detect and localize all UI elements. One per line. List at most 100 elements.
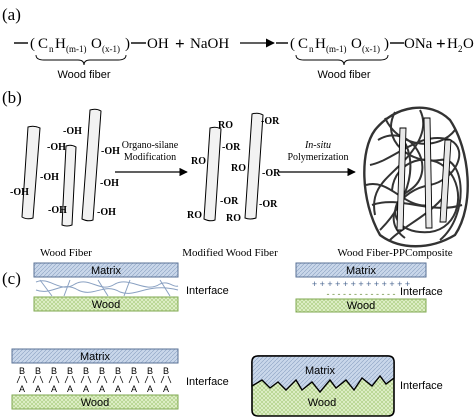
oh-label: -OH xyxy=(10,187,29,198)
panel-c: (c) Matrix Wood Interface Matrix + + + +… xyxy=(2,262,443,417)
panel-a-label: (a) xyxy=(2,5,21,24)
raw-fiber-3 xyxy=(61,144,77,227)
or-label: -OR xyxy=(259,199,278,210)
bond-link xyxy=(119,375,124,384)
a-group: A xyxy=(163,384,169,394)
wood-layer xyxy=(33,296,179,312)
raw-fibers xyxy=(21,108,102,227)
a-group: A xyxy=(35,384,41,394)
matrix-label: Matrix xyxy=(91,265,121,277)
panel-a: (a) ( C n H (m-1) O (x-1) ) OH + NaOH ( … xyxy=(2,5,474,81)
b-group: B xyxy=(163,366,169,376)
oh-groups: -OH -OH -OH -OH -OH -OH -OH -OH xyxy=(10,126,120,218)
bond-link xyxy=(71,375,76,384)
b-group: B xyxy=(115,366,121,376)
bond-link xyxy=(103,375,108,384)
oh-label: -OH xyxy=(47,142,66,153)
lhs-c-sub: n xyxy=(49,44,54,54)
water-h: H xyxy=(447,36,458,52)
interface-label: Interface xyxy=(400,286,443,298)
matrix-label: Matrix xyxy=(80,351,110,363)
caption-wood-fiber: Wood Fiber xyxy=(40,247,92,259)
lhs-o-sub: (x-1) xyxy=(102,44,120,54)
bond-link xyxy=(167,375,172,384)
matrix-layer xyxy=(33,262,179,278)
ro-label: RO xyxy=(191,156,206,167)
raw-fiber-1 xyxy=(21,125,41,220)
bond-link xyxy=(23,375,28,384)
wood-label: Wood xyxy=(308,397,337,409)
or-label: -OR xyxy=(220,196,239,207)
mod-fiber-2 xyxy=(244,112,264,220)
raw-fiber-2 xyxy=(81,108,102,222)
modified-fibers xyxy=(203,112,264,222)
oh-label: -OH xyxy=(63,126,82,137)
a-group: A xyxy=(51,384,57,394)
matrix-layer xyxy=(295,262,427,278)
oh-label: -OH xyxy=(40,172,59,183)
underbrace-left xyxy=(35,54,127,66)
a-group: A xyxy=(131,384,137,394)
bond-link xyxy=(48,375,53,384)
step2-line2: Polymerization xyxy=(287,152,348,163)
rhs-o-sub: (x-1) xyxy=(362,44,380,54)
b-group: B xyxy=(99,366,105,376)
b-group: B xyxy=(35,366,41,376)
bond-link xyxy=(96,375,101,384)
lhs-h-sub: (m-1) xyxy=(66,44,87,54)
water-o: O xyxy=(463,36,474,52)
ro-label: RO xyxy=(231,163,246,174)
rhs-h-sub: (m-1) xyxy=(326,44,347,54)
oh-label: -OH xyxy=(48,205,67,216)
matrix-label: Matrix xyxy=(305,365,335,377)
or-label: -OR xyxy=(261,116,280,127)
step1-line2: Modification xyxy=(124,152,176,163)
plus-sign-1: + xyxy=(175,34,185,53)
a-group: A xyxy=(147,384,153,394)
oh-label: -OH xyxy=(101,146,120,157)
bond-link xyxy=(39,375,44,384)
wood-label: Wood xyxy=(347,300,376,312)
bond-link xyxy=(135,375,140,384)
lhs-group-oh: OH xyxy=(147,36,169,52)
ro-label: RO xyxy=(226,213,241,224)
entangled-chains xyxy=(35,279,179,297)
b-group: B xyxy=(51,366,57,376)
lhs-bracket-close: ) xyxy=(125,36,130,52)
composite-tangle xyxy=(363,106,469,248)
ro-label: RO xyxy=(218,120,233,131)
wood-fiber-label-left: Wood fiber xyxy=(58,69,111,81)
lhs-c: C xyxy=(38,36,48,52)
b-group: B xyxy=(67,366,73,376)
or-label: -OR xyxy=(262,168,281,179)
b-group: B xyxy=(147,366,153,376)
oh-label: -OH xyxy=(100,178,119,189)
a-group: A xyxy=(83,384,89,394)
bond-link xyxy=(144,375,149,384)
matrix-label: Matrix xyxy=(346,265,376,277)
panel-c-label: (c) xyxy=(2,269,21,288)
lhs-h: H xyxy=(55,36,66,52)
rhs-group-ona: ONa xyxy=(404,36,433,52)
interface-electrostatic: Matrix + + + + + + + + + + + + + - - - -… xyxy=(295,262,443,313)
bond-link xyxy=(64,375,69,384)
step1-line1: Organo-silane xyxy=(122,140,179,151)
bond-link xyxy=(32,375,37,384)
bond-link xyxy=(55,375,60,384)
matrix-layer xyxy=(251,355,395,394)
matrix-layer xyxy=(11,348,179,364)
bond-link xyxy=(112,375,117,384)
plus-sign-2: + xyxy=(436,34,446,53)
bond-link xyxy=(160,375,165,384)
step2-line1: In-situ xyxy=(304,140,331,151)
bond-link xyxy=(80,375,85,384)
mod-fiber-1 xyxy=(203,126,222,222)
wood-fiber-label-right: Wood fiber xyxy=(318,69,371,81)
rhs-formula: ( C n H (m-1) O (x-1) ) xyxy=(290,36,389,54)
lhs-formula: ( C n H (m-1) O (x-1) ) xyxy=(30,36,130,54)
water-sub: 2 xyxy=(458,44,463,54)
rhs-c: C xyxy=(298,36,308,52)
rhs-bracket-open: ( xyxy=(290,36,295,52)
